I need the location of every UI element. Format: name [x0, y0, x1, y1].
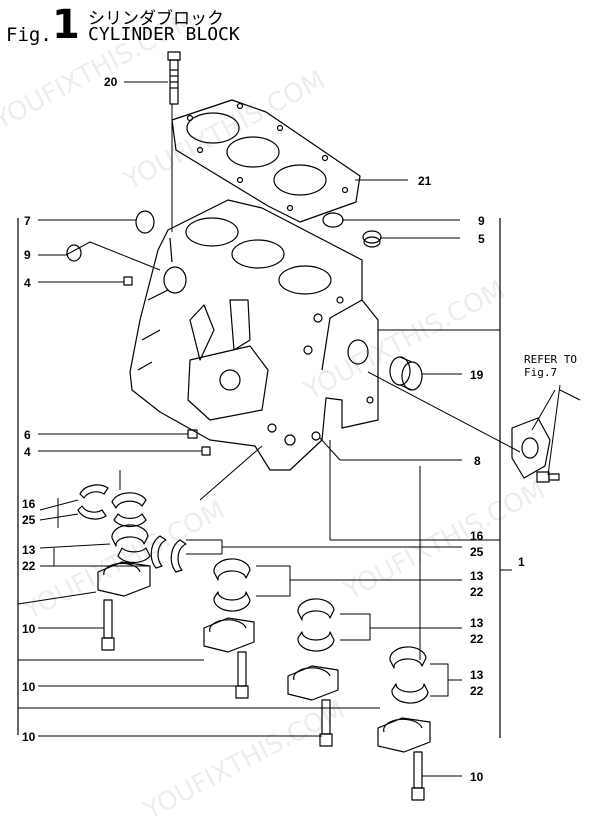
callout-22-right-3: 22 — [470, 684, 484, 698]
main-bearing-shell-2 — [213, 558, 251, 612]
callout-10-a: 10 — [22, 622, 36, 636]
plug-small — [66, 244, 82, 262]
cap-bolt-4 — [411, 751, 425, 801]
cylinder-block — [129, 199, 379, 471]
plug-right — [322, 212, 344, 228]
watermark-6: YOUFIXTHIS.COM — [138, 695, 350, 825]
bearing-cap-1 — [97, 561, 151, 597]
callout-10-c: 10 — [22, 730, 36, 744]
cap-bolt-1 — [101, 599, 115, 651]
leader-lines — [17, 81, 581, 777]
callout-4-upper: 4 — [24, 276, 31, 290]
callout-10-d: 10 — [470, 770, 484, 784]
head-gasket — [171, 99, 361, 223]
figure-label: Fig. — [6, 24, 52, 46]
callout-25-right: 25 — [470, 545, 484, 559]
callout-9-left: 9 — [24, 248, 31, 262]
figure-number: 1 — [52, 2, 80, 48]
watermark-4: YOUFIXTHIS.COM — [338, 475, 550, 607]
callout-22-left: 22 — [22, 559, 36, 573]
callout-22-right-1: 22 — [470, 585, 484, 599]
bearing-cap-3 — [287, 665, 339, 701]
plug-8 — [311, 431, 321, 441]
oil-gallery-plug — [362, 230, 382, 248]
title-japanese: シリンダブロック — [88, 9, 224, 29]
head-bolt — [167, 51, 181, 105]
callout-13-left: 13 — [22, 543, 36, 557]
callout-13-right-2: 13 — [470, 616, 484, 630]
callout-16-left: 16 — [22, 497, 36, 511]
callout-4-lower: 4 — [24, 445, 31, 459]
watermarks: YOUFIXTHIS.COM YOUFIXTHIS.COM YOUFIXTHIS… — [0, 5, 550, 825]
cap-bolt-2 — [235, 651, 249, 699]
callout-6: 6 — [24, 428, 31, 442]
callout-22-right-2: 22 — [470, 632, 484, 646]
watermark-2: YOUFIXTHIS.COM — [118, 65, 330, 197]
callout-16-right: 16 — [470, 529, 484, 543]
bushing — [389, 356, 423, 391]
thrust-washer-right — [150, 535, 187, 573]
callout-9-right: 9 — [478, 214, 485, 228]
plug-left — [135, 210, 155, 234]
refer-to-label: REFER TO — [524, 353, 577, 366]
callouts: 20 21 7 9 9 5 4 19 6 4 8 16 25 13 22 16 … — [22, 75, 525, 784]
title-english: CYLINDER BLOCK — [88, 24, 240, 45]
plug-6 — [187, 429, 198, 439]
callout-5: 5 — [478, 232, 485, 246]
callout-20: 20 — [104, 75, 118, 89]
main-bearing-shell-1 — [111, 524, 151, 564]
callout-10-b: 10 — [22, 680, 36, 694]
plug-4-lower — [201, 446, 211, 456]
callout-7: 7 — [24, 214, 31, 228]
refer-fig-label: Fig.7 — [524, 366, 558, 379]
cover-plate — [511, 417, 560, 483]
callout-13-right-3: 13 — [470, 668, 484, 682]
callout-1: 1 — [518, 555, 525, 569]
callout-21: 21 — [418, 174, 432, 188]
main-bearing-shell-3 — [297, 598, 335, 652]
callout-8: 8 — [474, 454, 481, 468]
cap-bolt-3 — [319, 699, 333, 747]
callout-13-right-1: 13 — [470, 569, 484, 583]
thrust-washer-left — [77, 484, 147, 528]
bearing-cap-2 — [203, 617, 255, 653]
main-bearing-shell-4 — [389, 646, 429, 704]
plug-4-upper — [123, 276, 133, 286]
bearing-cap-4 — [377, 717, 431, 753]
callout-25-left: 25 — [22, 513, 36, 527]
callout-19: 19 — [470, 368, 484, 382]
